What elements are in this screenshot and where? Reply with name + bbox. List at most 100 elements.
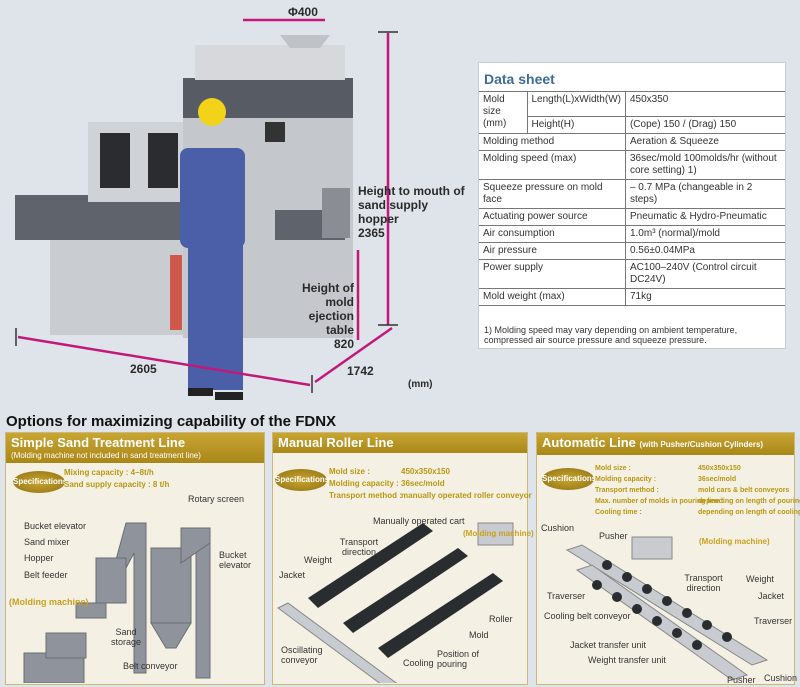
row-label: Air consumption bbox=[479, 225, 626, 243]
label-jacket: Jacket bbox=[279, 570, 306, 580]
label-traverser-2: Traverser bbox=[754, 616, 793, 626]
spec-table: Mold size (mm)Length(L)xWidth(W)450x350 … bbox=[479, 91, 785, 306]
machine-length: 2605 bbox=[130, 362, 157, 376]
label-hopper: Hopper bbox=[24, 553, 54, 563]
panel-subtitle: (with Pusher/Cushion Cylinders) bbox=[639, 440, 764, 449]
label-rotary-screen: Rotary screen bbox=[188, 494, 245, 504]
mold-size-label: Mold size (mm) bbox=[479, 91, 528, 134]
unit-label: (mm) bbox=[408, 379, 433, 390]
lw-label: Length(L)xWidth(W) bbox=[527, 91, 626, 117]
label-transport-direction: Transport direction bbox=[684, 573, 723, 593]
spec-line: Mixing capacity : 4–8t/h bbox=[64, 468, 154, 477]
table-row: Squeeze pressure on mold face– 0.7 MPa (… bbox=[479, 179, 785, 209]
label-weight: Weight bbox=[746, 574, 774, 584]
spec-line: Sand supply capacity : 8 t/h bbox=[64, 480, 170, 489]
spec-line: Mold size :450x350x150 bbox=[329, 466, 532, 478]
label-sand-storage: Sand storage bbox=[111, 627, 142, 647]
label-mold: Mold bbox=[469, 630, 489, 640]
panel-title: Automatic Line bbox=[542, 435, 636, 450]
spec-key: Max. number of molds in pouring line : bbox=[595, 498, 724, 505]
spec-value: 450x350x150 bbox=[698, 465, 741, 472]
spec-value: mold cars & belt conveyors bbox=[698, 487, 790, 494]
spec-line: Transport method :manually operated roll… bbox=[329, 490, 532, 502]
row-label: Actuating power source bbox=[479, 208, 626, 226]
label-belt-conveyor: Belt conveyor bbox=[123, 661, 178, 671]
label-molding-machine: (Molding machine) bbox=[9, 597, 89, 607]
label-manual-cart: Manually operated cart bbox=[373, 516, 465, 526]
row-value: Aeration & Squeeze bbox=[625, 133, 785, 151]
panel-header: Manual Roller Line bbox=[273, 433, 527, 453]
row-value: 36sec/mold 100molds/hr (without core set… bbox=[625, 150, 785, 180]
label-pusher-2: Pusher bbox=[727, 675, 756, 685]
label-pusher: Pusher bbox=[599, 531, 628, 541]
spec-key: Molding capacity : bbox=[329, 479, 399, 488]
row-value: Pneumatic & Hydro-Pneumatic bbox=[625, 208, 785, 226]
label-molding-machine: (Molding machine) bbox=[699, 537, 770, 546]
hopper-diameter: Φ400 bbox=[288, 5, 318, 19]
label-jacket-transfer-unit: Jacket transfer unit bbox=[570, 640, 647, 650]
automatic-line-panel: Automatic Line (with Pusher/Cushion Cyli… bbox=[536, 432, 800, 685]
label-traverser: Traverser bbox=[547, 591, 586, 601]
row-label: Air pressure bbox=[479, 242, 626, 260]
spec-key: Mold size : bbox=[329, 467, 370, 476]
label-roller: Roller bbox=[489, 614, 513, 624]
sand-line-diagram bbox=[23, 522, 211, 683]
label-cooling: Cooling bbox=[403, 658, 434, 668]
spec-line: Transport method :mold cars & belt conve… bbox=[595, 485, 800, 496]
spec-line: Max. number of molds in pouring line :de… bbox=[595, 496, 800, 507]
table-height-value: 820 bbox=[333, 337, 354, 351]
row-label: Mold weight (max) bbox=[479, 288, 626, 306]
manual-roller-panel: Manual Roller Line Specifications Mold s… bbox=[272, 432, 534, 685]
label-line: sand supply hopper bbox=[358, 198, 429, 226]
row-label: Squeeze pressure on mold face bbox=[479, 179, 626, 209]
label-sand-mixer: Sand mixer bbox=[24, 537, 70, 547]
spec-value: manually operated roller conveyor bbox=[401, 491, 532, 500]
spec-line: Mold size :450x350x150 bbox=[595, 463, 800, 474]
label-cooling-belt: Cooling belt conveyor bbox=[544, 611, 631, 621]
spec-key: Transport method : bbox=[329, 491, 402, 500]
row-label: Power supply bbox=[479, 259, 626, 289]
data-sheet: Data sheet Mold size (mm)Length(L)xWidth… bbox=[478, 62, 786, 349]
data-sheet-title: Data sheet bbox=[484, 71, 555, 87]
table-row: Mold size (mm)Length(L)xWidth(W)450x350 bbox=[479, 91, 785, 134]
machine-illustration bbox=[15, 18, 398, 400]
label-bucket-elevator: Bucket elevator bbox=[24, 521, 87, 531]
label-weight-transfer-unit: Weight transfer unit bbox=[588, 655, 666, 665]
spec-key: Molding capacity : bbox=[595, 476, 657, 483]
spec-value: 36sec/mold bbox=[401, 479, 445, 488]
options-title: Options for maximizing capability of the… bbox=[6, 413, 337, 430]
machine-depth: 1742 bbox=[347, 364, 374, 378]
row-value: 1.0m³ (normal)/mold bbox=[625, 225, 785, 243]
label-cushion-2: Cushion bbox=[764, 673, 798, 683]
label-jacket: Jacket bbox=[758, 591, 785, 601]
spec-key: Cooling time : bbox=[595, 509, 642, 516]
panel-header: Simple Sand Treatment Line(Molding machi… bbox=[6, 433, 264, 463]
row-label: Molding speed (max) bbox=[479, 150, 626, 180]
panel-header: Automatic Line (with Pusher/Cushion Cyli… bbox=[537, 433, 794, 455]
label-bucket-elevator-2: Bucket elevator bbox=[219, 550, 252, 570]
panel-title: Manual Roller Line bbox=[278, 435, 394, 450]
row-label: Molding method bbox=[479, 133, 626, 151]
footnote: 1) Molding speed may vary depending on a… bbox=[484, 325, 738, 345]
simple-sand-panel: Simple Sand Treatment Line(Molding machi… bbox=[5, 432, 265, 685]
roller-line-diagram bbox=[277, 522, 514, 683]
specifications-badge: Specifications bbox=[13, 471, 67, 493]
label-transport-direction: Transport direction bbox=[339, 537, 379, 557]
panel-subtitle: (Molding machine not included in sand tr… bbox=[11, 451, 201, 460]
height-value: (Cope) 150 / (Drag) 150 bbox=[625, 116, 785, 134]
row-value: 0.56±0.04MPa bbox=[625, 242, 785, 260]
panel-title: Simple Sand Treatment Line bbox=[11, 435, 186, 450]
table-row: Molding speed (max)36sec/mold 100molds/h… bbox=[479, 150, 785, 180]
label-cushion: Cushion bbox=[541, 523, 575, 533]
row-value: AC100–240V (Control circuit DC24V) bbox=[625, 259, 785, 289]
label-belt-feeder: Belt feeder bbox=[24, 570, 68, 580]
row-value: 71kg bbox=[625, 288, 785, 306]
row-value: – 0.7 MPa (changeable in 2 steps) bbox=[625, 179, 785, 209]
